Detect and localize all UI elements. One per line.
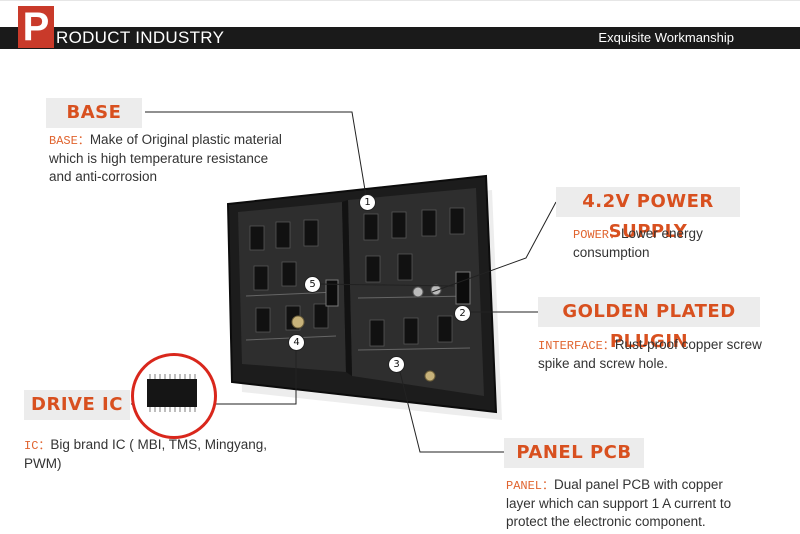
badge-3: 3 (388, 356, 405, 373)
pcb-text-line1: Dual panel PCB with copper (554, 477, 723, 492)
power-label: 4.2V POWER SUPPLY (556, 187, 740, 242)
header-bar (0, 27, 800, 49)
header-tagline: Exquisite Workmanship (598, 30, 734, 45)
plugin-key: INTERFACE： (538, 339, 615, 353)
power-text-line1: Lower energy (621, 226, 703, 241)
pcb-text-line3: protect the electronic component. (506, 514, 706, 529)
drive-ic-key: IC： (24, 439, 51, 453)
base-text-line3: and anti-corrosion (49, 169, 158, 184)
top-divider (0, 0, 800, 1)
leader-line-power (431, 201, 557, 293)
header-title: RODUCT INDUSTRY (56, 28, 225, 47)
leader-line-5 (317, 283, 455, 287)
plugin-description: INTERFACE：Rust-proof copper screw spike … (538, 336, 798, 373)
base-key: BASE： (49, 134, 90, 148)
power-description: POWER：Lower energy consumption (573, 225, 793, 262)
base-description: BASE：Make of Original plastic material w… (49, 131, 349, 186)
plugin-label: GOLDEN PLATED PLUGIN (538, 297, 760, 352)
drive-ic-text-line1: Big brand IC ( MBI, TMS, Mingyang, (50, 437, 267, 452)
badge-5: 5 (304, 276, 321, 293)
pcb-key: PANEL： (506, 479, 555, 493)
drive-ic-label: DRIVE IC (24, 390, 130, 420)
leader-line-base (145, 111, 367, 197)
badge-2: 2 (454, 305, 471, 322)
leader-line-pcb (399, 371, 504, 453)
pcb-label: PANEL PCB (504, 438, 644, 468)
drive-ic-text-line2: PWM) (24, 456, 62, 471)
header-logo-letter: P (18, 6, 54, 48)
pcb-text-line2: layer which can support 1 A current to (506, 496, 732, 511)
base-text-line2: which is high temperature resistance (49, 151, 269, 166)
power-text-line2: consumption (573, 245, 650, 260)
power-key: POWER： (573, 228, 622, 242)
badge-4: 4 (288, 334, 305, 351)
plugin-text-line1: Rust-proof copper screw (614, 337, 762, 352)
base-text-line1: Make of Original plastic material (89, 132, 282, 147)
pcb-description: PANEL：Dual panel PCB with copper layer w… (506, 476, 796, 531)
base-label: BASE (46, 98, 142, 128)
drive-ic-description: IC：Big brand IC ( MBI, TMS, Mingyang, PW… (24, 436, 324, 473)
plugin-text-line2: spike and screw hole. (538, 356, 668, 371)
badge-1: 1 (359, 194, 376, 211)
